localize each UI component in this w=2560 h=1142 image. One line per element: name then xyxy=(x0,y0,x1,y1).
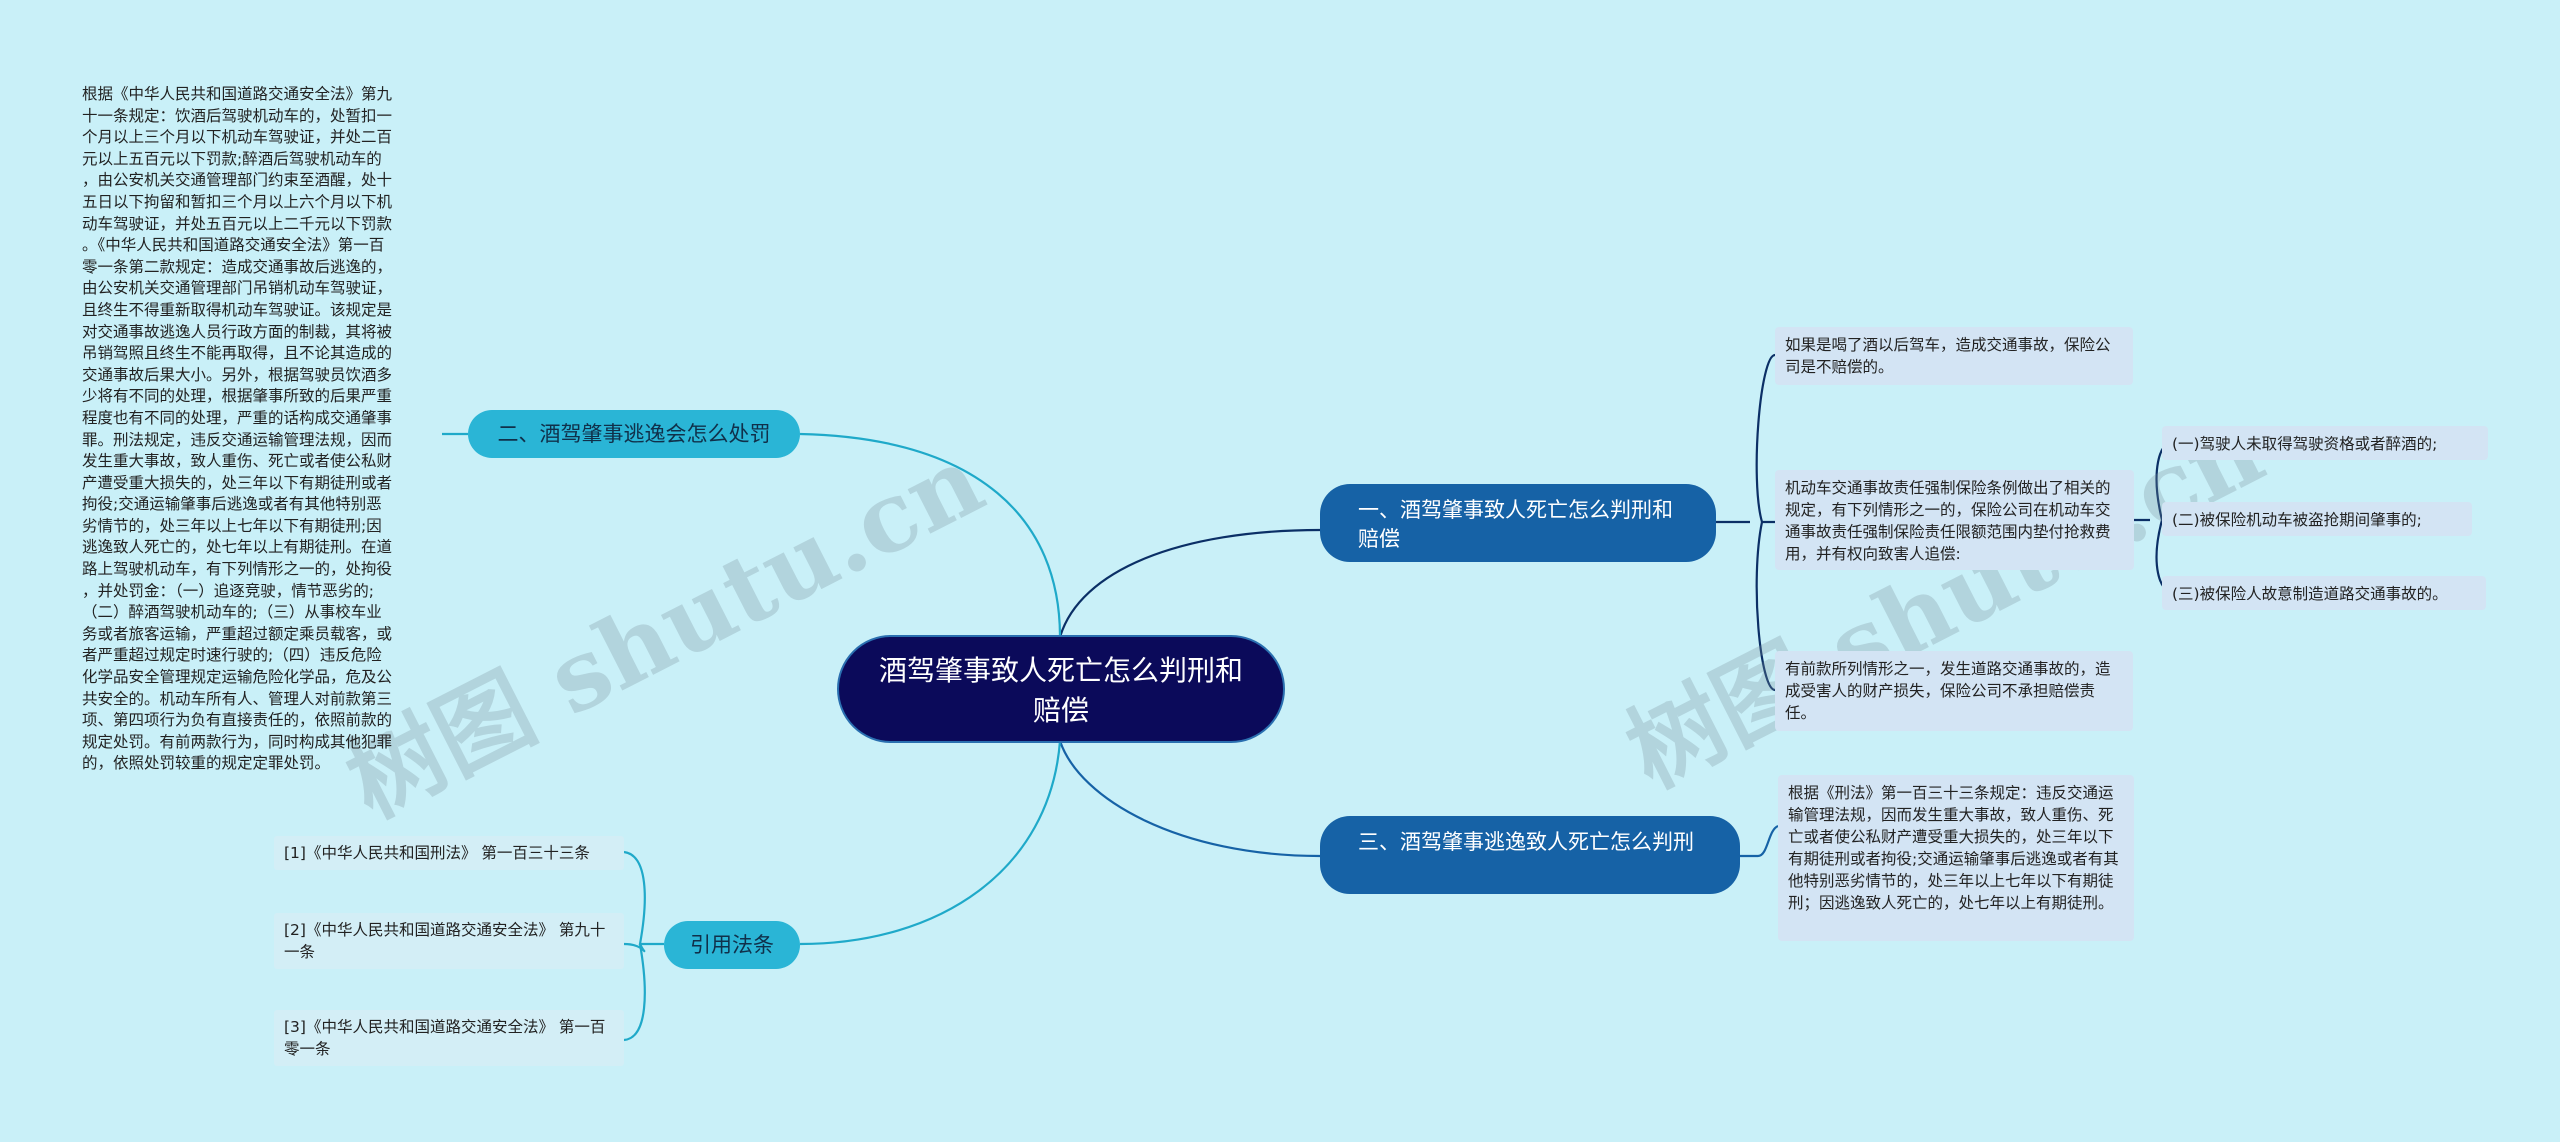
leaf-property-loss[interactable]: 有前款所列情形之一，发生道路交通事故的，造成受害人的财产损失，保险公司不承担赔偿… xyxy=(1775,651,2133,731)
branch-hit-and-run-penalty[interactable]: 二、酒驾肇事逃逸会怎么处罚 xyxy=(468,410,800,458)
sub-item-intentional-accident[interactable]: (三)被保险人故意制造道路交通事故的。 xyxy=(2162,576,2486,610)
ref-criminal-law[interactable]: [1]《中华人民共和国刑法》 第一百三十三条 xyxy=(274,836,624,870)
leaf-insurance-no-compensation[interactable]: 如果是喝了酒以后驾车，造成交通事故，保险公司是不赔偿的。 xyxy=(1775,327,2133,385)
ref-traffic-law-91[interactable]: [2]《中华人民共和国道路交通安全法》 第九十一条 xyxy=(274,913,624,969)
leaf-criminal-law-article-133[interactable]: 根据《刑法》第一百三十三条规定：违反交通运输管理法规，因而发生重大事故，致人重伤… xyxy=(1778,775,2134,941)
leaf-insurance-regulation[interactable]: 机动车交通事故责任强制保险条例做出了相关的规定，有下列情形之一的，保险公司在机动… xyxy=(1775,470,2134,570)
branch-hit-and-run-death-sentence[interactable]: 三、酒驾肇事逃逸致人死亡怎么判刑 xyxy=(1320,816,1740,894)
edge-b4-refs xyxy=(623,850,664,1042)
branch-judgment-and-compensation[interactable]: 一、酒驾肇事致人死亡怎么判刑和赔偿 xyxy=(1320,484,1716,562)
edge-l2-sub xyxy=(2134,440,2173,594)
edge-b3-leaf xyxy=(1740,824,1779,858)
edge-root-b4 xyxy=(799,740,1062,946)
ref-traffic-law-101[interactable]: [3]《中华人民共和国道路交通安全法》 第一百零一条 xyxy=(274,1010,624,1066)
edge-root-b2 xyxy=(799,432,1062,638)
branch-cited-laws[interactable]: 引用法条 xyxy=(664,921,800,969)
edge-root-b1 xyxy=(1058,528,1321,638)
edge-root-b3 xyxy=(1058,740,1321,858)
edge-b1-leaves xyxy=(1716,353,1778,692)
sub-item-stolen-vehicle[interactable]: (二)被保险机动车被盗抢期间肇事的; xyxy=(2162,502,2472,536)
root-topic[interactable]: 酒驾肇事致人死亡怎么判刑和赔偿 xyxy=(837,635,1285,743)
sub-item-unqualified-driver[interactable]: (一)驾驶人未取得驾驶资格或者醉酒的; xyxy=(2162,426,2488,460)
text-road-traffic-safety-law-details: 根据《中华人民共和国道路交通安全法》第九 十一条规定：饮酒后驾驶机动车的，处暂扣… xyxy=(82,85,393,773)
